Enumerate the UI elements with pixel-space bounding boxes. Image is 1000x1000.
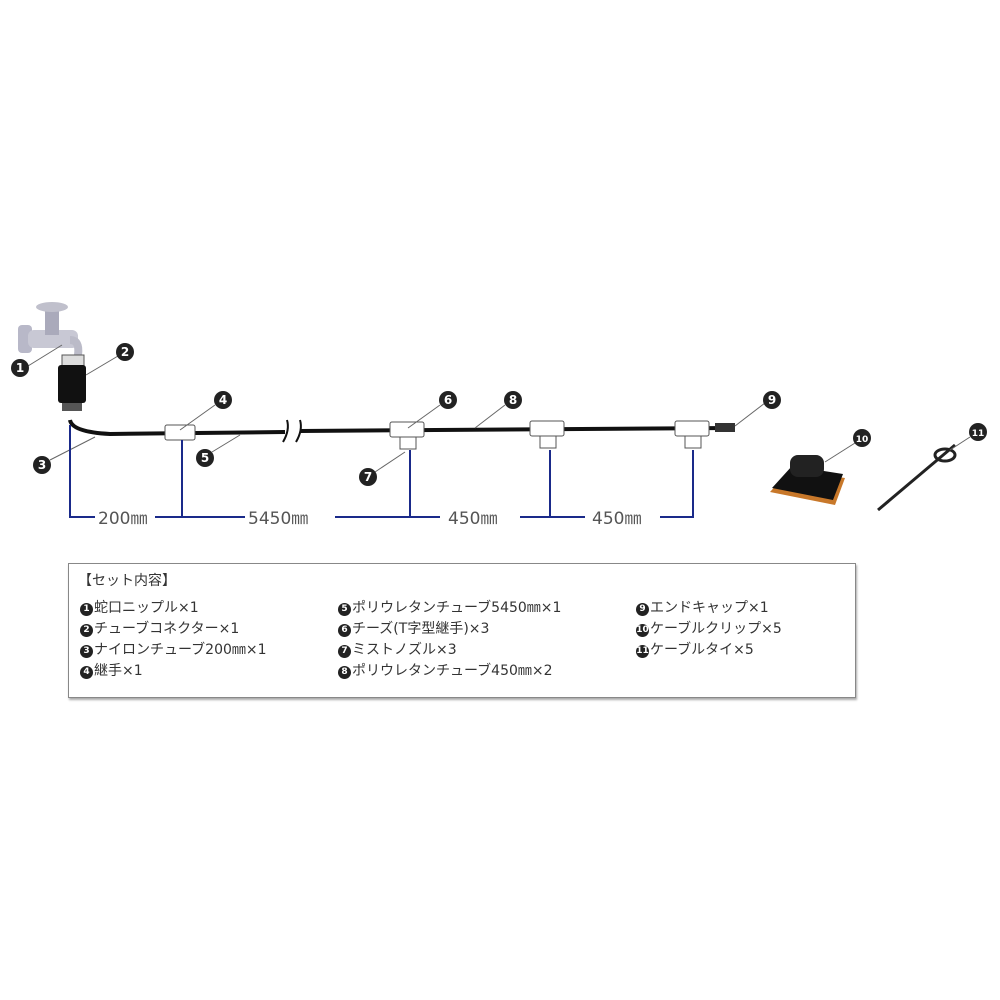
callout-4: 4 <box>219 393 227 407</box>
item-text: チーズ(T字型継手)×3 <box>352 621 490 637</box>
item-number: 4 <box>80 666 93 679</box>
set-contents-heading: 【セット内容】 <box>78 573 176 589</box>
callout-5: 5 <box>201 451 209 465</box>
item-number: 8 <box>338 666 351 679</box>
item-text: チューブコネクター×1 <box>94 621 240 637</box>
tube-connector <box>58 354 86 411</box>
dimension-5450: 5450㎜ <box>248 509 308 529</box>
item-number: 10 <box>636 624 649 637</box>
coupler <box>164 424 196 441</box>
item-number: 6 <box>338 624 351 637</box>
item-number: 7 <box>338 645 351 658</box>
dimension-450-a: 450㎜ <box>448 509 497 529</box>
callout-1: 1 <box>16 361 24 375</box>
dimension-450-b: 450㎜ <box>592 509 641 529</box>
item-number: 3 <box>80 645 93 658</box>
item-number: 11 <box>636 645 649 658</box>
item-text: ケーブルタイ×5 <box>650 642 754 658</box>
dimension-200: 200㎜ <box>98 509 147 529</box>
item-text: エンドキャップ×1 <box>650 600 769 616</box>
item-text: ポリウレタンチューブ450㎜×2 <box>352 663 553 679</box>
callout-11: 11 <box>972 429 985 439</box>
item-text: ナイロンチューブ200㎜×1 <box>94 642 267 658</box>
dimension-lines <box>69 425 694 518</box>
contents-item: 11ケーブルタイ×5 <box>636 639 754 659</box>
contents-item: 10ケーブルクリップ×5 <box>636 618 782 638</box>
callout-7: 7 <box>364 470 372 484</box>
cable-clip-icon <box>770 455 845 505</box>
item-text: 蛇口ニップル×1 <box>94 600 199 616</box>
end-cap <box>715 423 735 432</box>
item-text: ケーブルクリップ×5 <box>650 621 782 637</box>
callout-9: 9 <box>768 393 776 407</box>
callout-2: 2 <box>121 345 129 359</box>
item-number: 9 <box>636 603 649 616</box>
item-number: 5 <box>338 603 351 616</box>
item-text: ポリウレタンチューブ5450㎜×1 <box>352 600 562 616</box>
item-text: 継手×1 <box>94 663 143 679</box>
callout-8: 8 <box>509 393 517 407</box>
callout-3: 3 <box>38 458 46 472</box>
faucet-icon <box>18 302 83 356</box>
callout-10: 10 <box>856 435 869 445</box>
set-contents-box <box>68 563 856 698</box>
item-number: 2 <box>80 624 93 637</box>
cable-tie-icon <box>877 443 956 512</box>
item-text: ミストノズル×3 <box>352 642 457 658</box>
tee-fittings <box>389 420 710 450</box>
break-mark <box>282 419 302 443</box>
callout-markers: 1 2 3 4 5 6 7 8 9 10 11 <box>11 343 987 486</box>
item-number: 1 <box>80 603 93 616</box>
callout-6: 6 <box>444 393 452 407</box>
